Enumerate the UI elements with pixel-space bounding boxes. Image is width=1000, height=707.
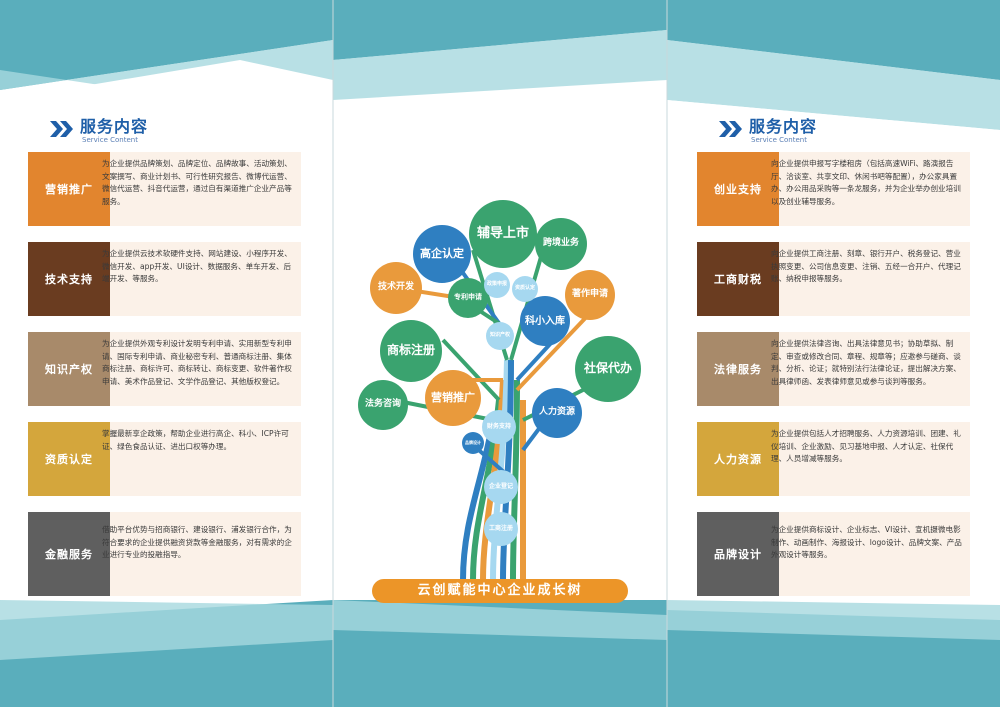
service-label: 创业支持 <box>697 152 779 226</box>
service-label: 金融服务 <box>28 512 110 596</box>
tree-node-business-reg: 工商注册 <box>484 512 518 546</box>
service-row-brand: 品牌设计 为企业提供商标设计、企业标志、VI设计、宣机摄微电影制作、动画制作、海… <box>697 512 970 596</box>
tree-node-patent: 专利申请 <box>448 278 488 318</box>
service-desc: 为企业提供外观专利设计发明专利申请、实用新型专利申请、国际专利申请、商业秘密专利… <box>102 339 292 386</box>
service-label: 知识产权 <box>28 332 110 406</box>
service-row-qualification: 资质认定 掌握最新享企政策，帮助企业进行高企、科小、ICP许可证、绿色食品认证、… <box>28 422 301 496</box>
double-chevron-icon <box>719 121 742 137</box>
tree-node-high-tech: 高企认定 <box>413 225 471 283</box>
service-row-hr: 人力资源 为企业提供包括人才招聘服务、人力资源培训、团建、礼仪培训、企业激励、见… <box>697 422 970 496</box>
service-label: 工商财税 <box>697 242 779 316</box>
service-row-ip: 知识产权 为企业提供外观专利设计发明专利申请、实用新型专利申请、国际专利申请、商… <box>28 332 301 406</box>
right-panel: 服务内容 Service Content 创业支持 向企业提供申报写字楼租房（包… <box>667 0 1000 707</box>
service-label: 技术支持 <box>28 242 110 316</box>
service-desc: 借助平台优势与招商银行、建设银行、浦发银行合作，为符合要求的企业提供融资贷款等金… <box>102 525 292 559</box>
service-desc: 为企业提供包括人才招聘服务、人力资源培训、团建、礼仪培训、企业激励、见习基地申报… <box>771 429 961 463</box>
left-heading: 服务内容 Service Content <box>50 118 148 144</box>
service-label: 资质认定 <box>28 422 110 496</box>
tree-node-brand: 品牌设计 <box>462 432 484 454</box>
service-row-startup: 创业支持 向企业提供申报写字楼租房（包括高速WiFi、路演报告厅、洽谈室、共享文… <box>697 152 970 226</box>
section-subtitle: Service Content <box>751 136 807 144</box>
service-desc: 向企业提供工商注册、刻章、银行开户、税务登记、营业执照变更、公司信息变更、注销、… <box>771 249 961 283</box>
service-desc: 向企业提供申报写字楼租房（包括高速WiFi、路演报告厅、洽谈室、共享文印、休闲书… <box>771 159 961 206</box>
tree-node-tech-sme: 科小入库 <box>520 296 570 346</box>
service-desc: 掌握最新享企政策，帮助企业进行高企、科小、ICP许可证、绿色食品认证、进出口权等… <box>102 429 289 451</box>
right-heading: 服务内容 Service Content <box>719 118 817 144</box>
service-desc: 为企业提供商标设计、企业标志、VI设计、宣机摄微电影制作、动画制作、海报设计、l… <box>771 525 962 559</box>
service-row-legal: 法律服务 向企业提供法律咨询、出具法律意见书；协助草拟、制定、审查或修改合同、章… <box>697 332 970 406</box>
service-desc: 为企业提供云技术软硬件支持、网站建设、小程序开发、微信开发、app开发、UI设计… <box>102 249 292 283</box>
tree-node-finance: 财务支持 <box>482 410 516 444</box>
tree-banner: 云创赋能中心企业成长树 <box>372 579 628 603</box>
tree-node-policy: 政策申报 <box>484 272 510 298</box>
service-label: 营销推广 <box>28 152 110 226</box>
double-chevron-icon <box>50 121 73 137</box>
service-label: 法律服务 <box>697 332 779 406</box>
tree-node-ip: 知识产权 <box>486 322 514 350</box>
tree-node-hr: 人力资源 <box>532 388 582 438</box>
tree-node-ipo: 辅导上市 <box>469 200 537 268</box>
tree-node-company-reg: 企业登记 <box>484 470 518 504</box>
service-label: 品牌设计 <box>697 512 779 596</box>
service-row-tech: 技术支持 为企业提供云技术软硬件支持、网站建设、小程序开发、微信开发、app开发… <box>28 242 301 316</box>
service-desc: 为企业提供品牌策划、品牌定位、品牌故事、活动策划、文案撰写、商业计划书、可行性研… <box>102 159 292 206</box>
service-row-marketing: 营销推广 为企业提供品牌策划、品牌定位、品牌故事、活动策划、文案撰写、商业计划书… <box>28 152 301 226</box>
service-row-business-tax: 工商财税 向企业提供工商注册、刻章、银行开户、税务登记、营业执照变更、公司信息变… <box>697 242 970 316</box>
service-row-finance: 金融服务 借助平台优势与招商银行、建设银行、浦发银行合作，为符合要求的企业提供融… <box>28 512 301 596</box>
section-title: 服务内容 <box>80 117 149 136</box>
tree-node-marketing: 营销推广 <box>425 370 481 426</box>
service-desc: 向企业提供法律咨询、出具法律意见书；协助草拟、制定、审查或修改合同、章程、规章等… <box>771 339 961 386</box>
section-subtitle: Service Content <box>82 136 138 144</box>
section-title: 服务内容 <box>749 117 818 136</box>
tree-node-tech-dev: 技术开发 <box>370 262 422 314</box>
tree-node-social-security: 社保代办 <box>575 336 641 402</box>
tree-node-cross-border: 跨境业务 <box>535 218 587 270</box>
tree-node-trademark: 商标注册 <box>380 320 442 382</box>
tree-node-qualification: 资质认定 <box>512 276 538 302</box>
tree-node-legal: 法务咨询 <box>358 380 408 430</box>
tree-node-copyright: 著作申请 <box>565 270 615 320</box>
left-panel: 服务内容 Service Content 营销推广 为企业提供品牌策划、品牌定位… <box>0 0 333 707</box>
service-label: 人力资源 <box>697 422 779 496</box>
